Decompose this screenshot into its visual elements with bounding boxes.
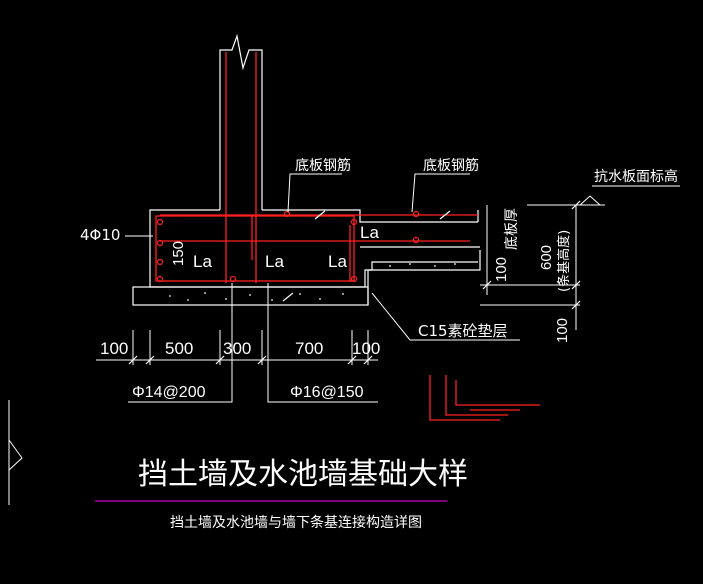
label-corner-bars: 4Φ10 [80, 226, 120, 244]
dim-600: 600 [538, 245, 555, 270]
rebar-lines [155, 52, 540, 421]
la-label-4: La [360, 223, 379, 242]
dim-500: 500 [165, 339, 193, 358]
cushion-hatch [169, 263, 456, 301]
label-bottom-rebar-2: 底板钢筋 [423, 157, 479, 174]
la-label-3: La [328, 252, 347, 271]
dimension-ticks [128, 200, 581, 365]
label-base-height: (条基高度) [556, 230, 572, 292]
la-label-1: La [193, 252, 212, 271]
dim-700: 700 [295, 339, 323, 358]
dim-100-right: 100 [493, 257, 510, 282]
rebar-phi16: Φ16@150 [290, 384, 364, 401]
dim-100-end: 100 [352, 339, 380, 358]
dim-300: 300 [223, 339, 251, 358]
label-cushion: C15素砼垫层 [418, 322, 508, 340]
label-bottom-rebar-1: 底板钢筋 [295, 157, 351, 174]
drawing-title: 挡土墙及水池墙基础大样 [138, 457, 468, 492]
rebar-dots [156, 210, 420, 283]
dim-100-left: 100 [100, 339, 128, 358]
rebar-phi14: Φ14@200 [132, 384, 206, 401]
dim-100-vert: 100 [554, 318, 571, 343]
label-slab-thickness: 底板厚 [504, 208, 520, 250]
label-anti-water-level: 抗水板面标高 [594, 168, 678, 185]
foundation-outline [132, 33, 481, 306]
drawing-subtitle: 挡土墙及水池墙与墙下条基连接构造详图 [170, 514, 422, 531]
dim-150: 150 [170, 241, 187, 266]
la-label-2: La [265, 252, 284, 271]
